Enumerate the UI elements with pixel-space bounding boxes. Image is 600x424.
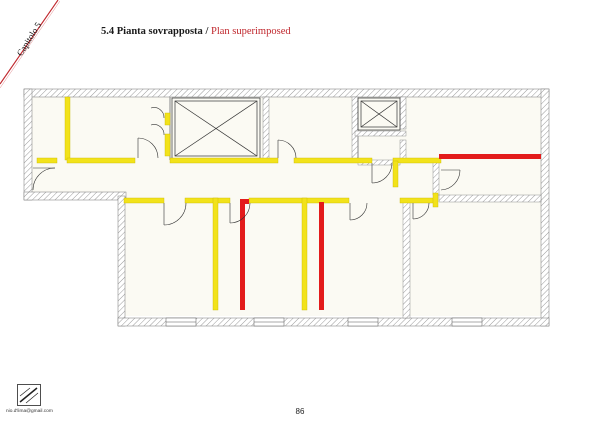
exterior-walls [23, 88, 550, 327]
room-fills [32, 97, 541, 316]
new-walls [36, 96, 442, 311]
demolished-walls [240, 154, 541, 310]
bottom-windows [165, 317, 483, 327]
title-italian: 5.4 Pianta sovrapposta [101, 26, 203, 37]
architect-mark-icon [17, 384, 41, 406]
title-english: Plan superimposed [210, 26, 291, 37]
page-number: 86 [295, 407, 305, 416]
door-swings [32, 107, 461, 226]
page-title: 5.4 Pianta sovrapposta / Plan superimpos… [101, 26, 291, 37]
title-separator: / [205, 26, 209, 37]
footer-email: nio.d'lima@gmail.com [6, 409, 53, 414]
